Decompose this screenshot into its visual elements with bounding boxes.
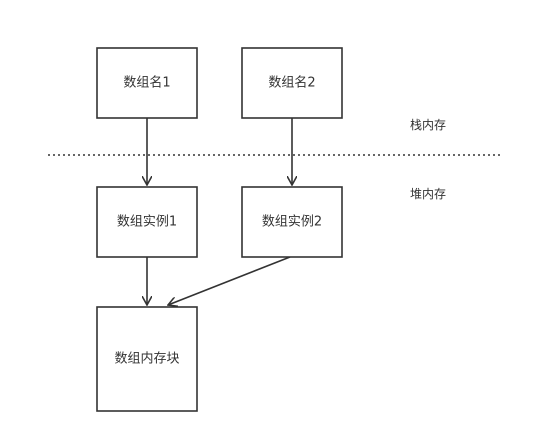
node-array-name-2[interactable]: 数组名2 — [241, 47, 343, 119]
edge-instance2-to-memory-block — [168, 256, 291, 305]
node-array-memory-block[interactable]: 数组内存块 — [96, 306, 198, 412]
node-array-name-2-label: 数组名2 — [268, 75, 315, 91]
node-array-name-1[interactable]: 数组名1 — [96, 47, 198, 119]
node-array-instance-2[interactable]: 数组实例2 — [241, 186, 343, 258]
stack-memory-label: 栈内存 — [410, 117, 446, 132]
node-array-memory-block-label: 数组内存块 — [114, 351, 179, 367]
node-array-instance-2-label: 数组实例2 — [262, 215, 322, 230]
heap-memory-label: 堆内存 — [410, 187, 446, 201]
node-array-name-1-label: 数组名1 — [123, 75, 170, 91]
node-array-instance-1[interactable]: 数组实例1 — [96, 186, 198, 258]
node-array-instance-1-label: 数组实例1 — [117, 215, 177, 230]
